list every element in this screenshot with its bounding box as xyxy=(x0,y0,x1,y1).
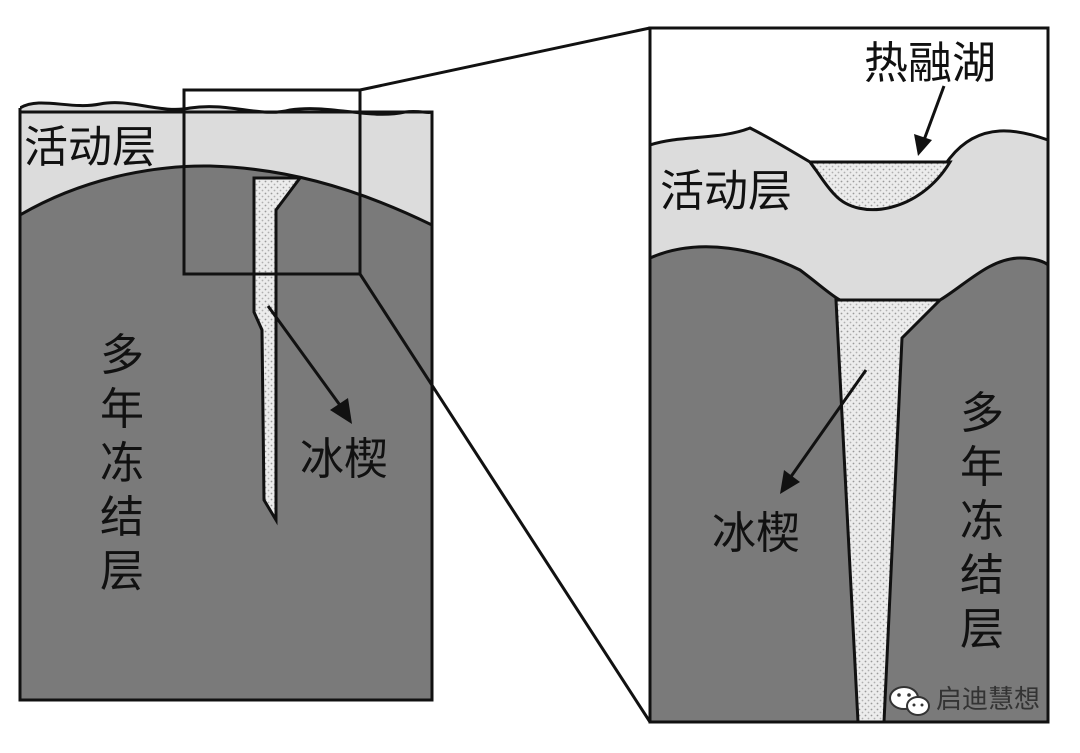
right-thermokarst-lake xyxy=(806,160,953,212)
watermark: 启迪慧想 xyxy=(889,685,1040,716)
lake-arrow xyxy=(922,85,946,141)
connector-top xyxy=(359,26,651,92)
left-permafrost-char-5: 层 xyxy=(100,546,144,597)
wechat-icon xyxy=(889,686,930,716)
right-ice-wedge xyxy=(834,298,944,724)
right-frame xyxy=(648,26,1050,724)
right-permafrost-char-1: 多 xyxy=(960,388,1004,439)
lake-arrowhead xyxy=(914,134,932,156)
right-ice-wedge-arrow xyxy=(788,369,868,479)
left-permafrost-char-4: 结 xyxy=(100,492,144,543)
thermokarst-lake-label: 热融湖 xyxy=(864,38,996,89)
left-permafrost-char-3: 冻 xyxy=(100,438,144,489)
right-permafrost-char-2: 年 xyxy=(960,442,1004,493)
right-permafrost-char-4: 结 xyxy=(960,550,1004,601)
right-arrowhead xyxy=(780,470,800,494)
left-ice-wedge-label: 冰楔 xyxy=(300,434,388,485)
right-active-layer-label: 活动层 xyxy=(660,166,792,217)
left-permafrost xyxy=(20,164,432,700)
left-ice-wedge xyxy=(252,176,303,526)
left-active-layer-label: 活动层 xyxy=(24,122,156,173)
zoom-rectangle xyxy=(182,88,362,276)
left-panel xyxy=(20,101,432,700)
right-permafrost-char-3: 冻 xyxy=(960,496,1004,547)
left-arrowhead xyxy=(330,398,352,424)
right-panel xyxy=(650,126,1050,724)
right-permafrost-label: 多 年 冻 结 层 xyxy=(960,388,1004,655)
left-permafrost-char-2: 年 xyxy=(100,384,144,435)
connector-bottom xyxy=(358,273,652,723)
right-ice-wedge-label: 冰楔 xyxy=(712,508,800,559)
left-permafrost-char-1: 多 xyxy=(100,330,144,381)
left-ice-wedge-arrow xyxy=(266,305,344,409)
watermark-text: 启迪慧想 xyxy=(936,685,1040,715)
left-permafrost-label: 多 年 冻 结 层 xyxy=(100,330,144,597)
right-permafrost-char-5: 层 xyxy=(960,604,1004,655)
